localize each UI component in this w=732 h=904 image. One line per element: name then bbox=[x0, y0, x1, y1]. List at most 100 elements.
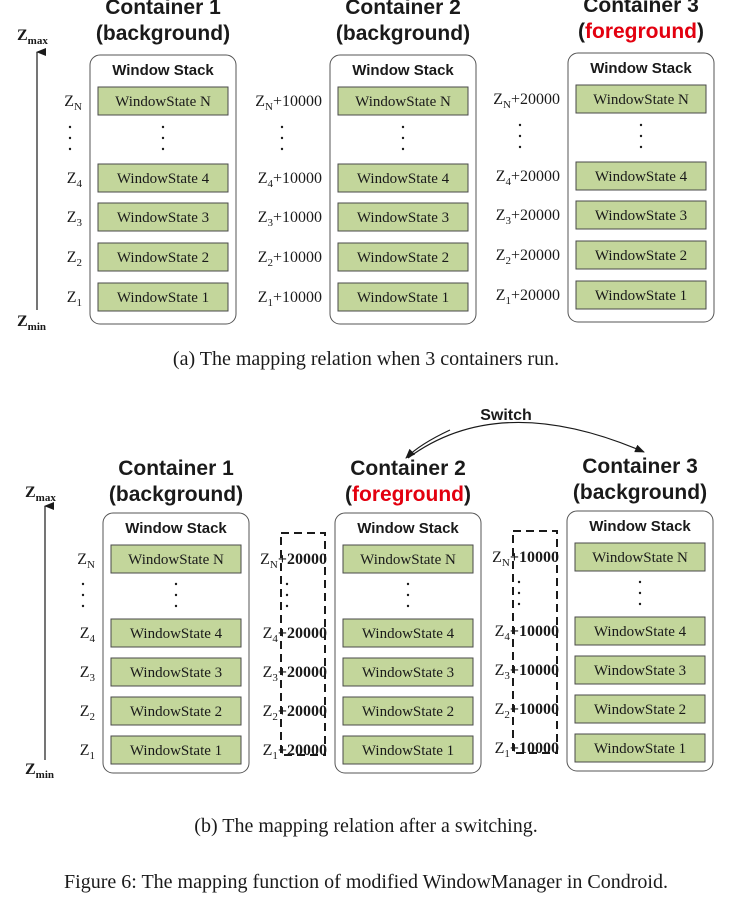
label-ellipsis bbox=[81, 582, 85, 608]
window-state-label: WindowState 2 bbox=[130, 704, 222, 720]
z-max-label: Zmax bbox=[25, 484, 56, 504]
window-stack-title: Window Stack bbox=[125, 520, 227, 537]
container-title: Container 2 bbox=[350, 457, 466, 480]
label-ellipsis bbox=[518, 123, 522, 149]
container-state: (foreground) bbox=[578, 20, 704, 43]
z-order-label: Z2+20000 bbox=[263, 703, 327, 723]
window-state-cell bbox=[110, 618, 242, 648]
window-state-cell bbox=[575, 200, 707, 230]
z-order-label: Z2+10000 bbox=[258, 249, 322, 269]
stack-ellipsis bbox=[174, 582, 178, 608]
window-state-cell bbox=[575, 240, 707, 270]
z-order-label: ZN bbox=[77, 551, 95, 571]
offset-dashed-box bbox=[280, 532, 326, 756]
z-order-label: ZN+10000 bbox=[492, 549, 559, 569]
window-state-label: WindowState 2 bbox=[362, 704, 454, 720]
window-state-label: WindowState N bbox=[360, 552, 456, 568]
container-state: (background) bbox=[573, 481, 707, 504]
window-state-cell bbox=[342, 657, 474, 687]
window-state-cell bbox=[97, 202, 229, 232]
window-state-cell bbox=[337, 202, 469, 232]
window-state-label: WindowState 1 bbox=[595, 288, 687, 304]
label-ellipsis bbox=[285, 582, 289, 608]
window-state-label: WindowState 2 bbox=[594, 702, 686, 718]
window-state-label: WindowState 4 bbox=[595, 169, 688, 185]
window-state-cell bbox=[575, 84, 707, 114]
window-state-label: WindowState 1 bbox=[130, 743, 222, 759]
z-order-label: ZN+20000 bbox=[493, 91, 560, 111]
window-state-cell bbox=[337, 86, 469, 116]
window-state-cell bbox=[337, 282, 469, 312]
window-state-cell bbox=[574, 694, 706, 724]
z-order-label: Z3+10000 bbox=[495, 662, 559, 682]
window-state-cell bbox=[110, 657, 242, 687]
window-state-cell bbox=[574, 733, 706, 763]
container-title: Container 2 bbox=[345, 0, 461, 19]
stack-ellipsis bbox=[406, 582, 410, 608]
window-stack-title: Window Stack bbox=[590, 60, 692, 77]
window-state-label: WindowState 3 bbox=[117, 210, 209, 226]
container-1: Container 1(background)Window StackWindo… bbox=[64, 0, 237, 325]
window-state-cell bbox=[574, 542, 706, 572]
z-order-label: Z3+20000 bbox=[263, 664, 327, 684]
stack-ellipsis bbox=[401, 125, 405, 151]
label-ellipsis bbox=[517, 580, 521, 606]
z-min-label: Zmin bbox=[25, 761, 54, 781]
window-state-label: WindowState 1 bbox=[117, 290, 209, 306]
z-order-label: Z3+20000 bbox=[496, 207, 560, 227]
z-order-label: Z1 bbox=[80, 742, 95, 762]
switch-arrow bbox=[407, 421, 645, 459]
window-state-cell bbox=[97, 242, 229, 272]
window-state-cell bbox=[342, 544, 474, 574]
z-order-label: ZN bbox=[64, 93, 82, 113]
window-state-label: WindowState 1 bbox=[594, 741, 686, 757]
window-state-cell bbox=[342, 696, 474, 726]
z-order-label: ZN+20000 bbox=[260, 551, 327, 571]
window-state-label: WindowState 1 bbox=[362, 743, 454, 759]
label-ellipsis bbox=[68, 125, 72, 151]
window-state-cell bbox=[97, 163, 229, 193]
z-order-label: Z3 bbox=[80, 664, 96, 684]
window-state-cell bbox=[574, 616, 706, 646]
z-order-label: Z4+20000 bbox=[496, 168, 560, 188]
container-state: (foreground) bbox=[345, 483, 471, 506]
offset-dashed-box bbox=[512, 530, 558, 754]
stack-ellipsis bbox=[638, 580, 642, 606]
z-order-label: Z1 bbox=[67, 289, 82, 309]
window-state-label: WindowState 3 bbox=[595, 208, 687, 224]
window-stack-title: Window Stack bbox=[112, 62, 214, 79]
window-stack-title: Window Stack bbox=[352, 62, 454, 79]
window-state-label: WindowState 4 bbox=[594, 624, 687, 640]
container-3: Container 3(foreground)Window StackWindo… bbox=[493, 0, 715, 323]
panel-caption: (b) The mapping relation after a switchi… bbox=[194, 815, 537, 837]
window-state-cell bbox=[110, 735, 242, 765]
container-2: Container 2(background)Window StackWindo… bbox=[255, 0, 477, 325]
container-1: Container 1(background)Window StackWindo… bbox=[77, 457, 250, 774]
window-state-cell bbox=[575, 280, 707, 310]
window-state-label: WindowState 3 bbox=[594, 663, 686, 679]
window-state-cell bbox=[337, 163, 469, 193]
z-order-label: Z4+10000 bbox=[258, 170, 322, 190]
figure-caption: Figure 6: The mapping function of modifi… bbox=[64, 871, 668, 893]
window-state-label: WindowState 2 bbox=[595, 248, 687, 264]
window-state-label: WindowState 3 bbox=[362, 665, 454, 681]
window-state-cell bbox=[575, 161, 707, 191]
stack-ellipsis bbox=[161, 125, 165, 151]
z-order-label: Z1+10000 bbox=[258, 289, 322, 309]
z-order-label: Z3 bbox=[67, 209, 83, 229]
window-state-label: WindowState N bbox=[128, 552, 224, 568]
window-state-cell bbox=[110, 696, 242, 726]
container-2: Container 2(foreground)Window StackWindo… bbox=[260, 457, 482, 774]
window-state-label: WindowState 2 bbox=[117, 250, 209, 266]
window-state-label: WindowState 4 bbox=[130, 626, 223, 642]
window-state-label: WindowState 2 bbox=[357, 250, 449, 266]
window-state-label: WindowState 4 bbox=[117, 171, 210, 187]
z-order-label: Z4 bbox=[80, 625, 96, 645]
window-state-label: WindowState N bbox=[593, 92, 689, 108]
z-order-label: Z2 bbox=[80, 703, 95, 723]
z-order-label: Z1+20000 bbox=[263, 742, 327, 762]
window-state-label: WindowState 3 bbox=[357, 210, 449, 226]
panel-caption: (a) The mapping relation when 3 containe… bbox=[173, 348, 559, 370]
